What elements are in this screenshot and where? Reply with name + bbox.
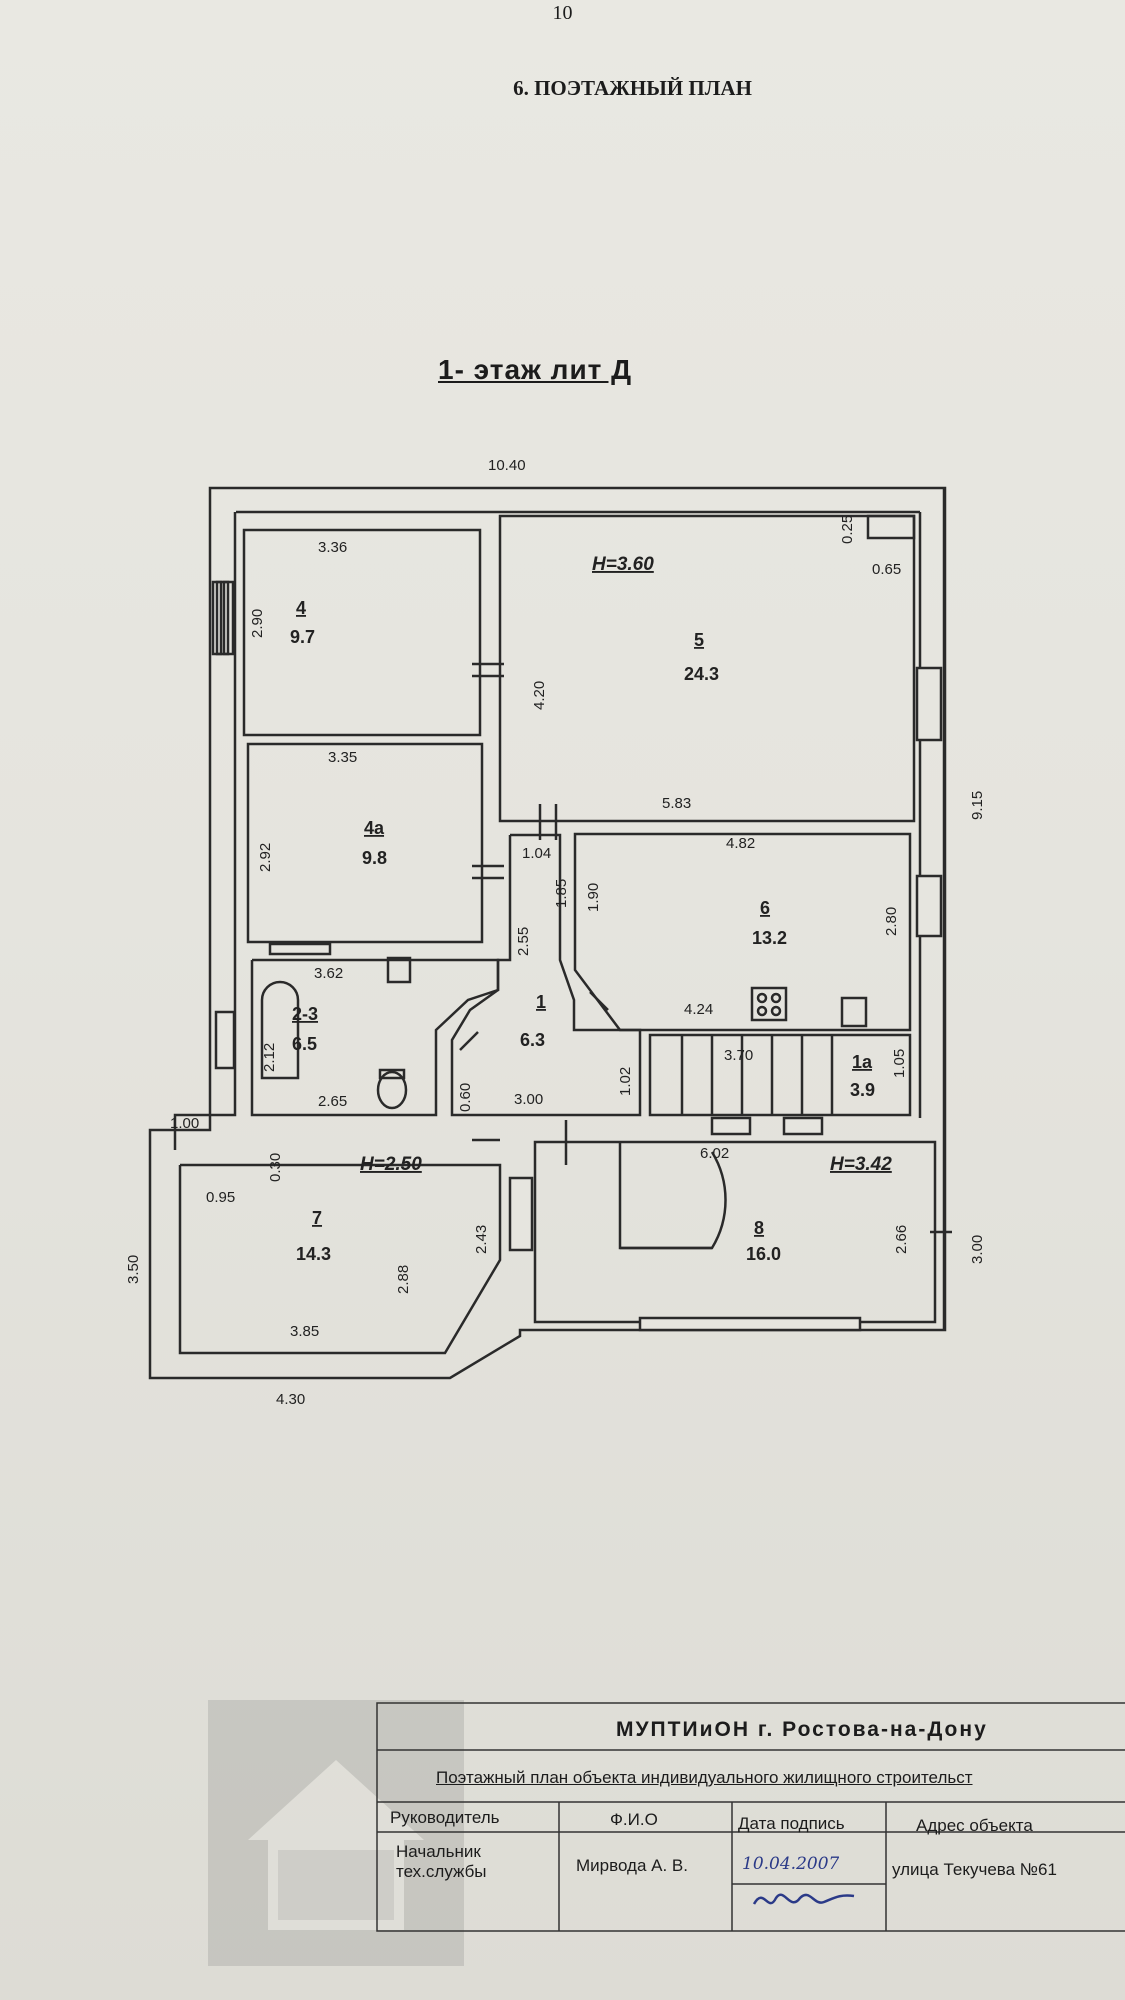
header-address: Адрес объекта	[916, 1816, 1033, 1835]
dim-label: 2.12	[261, 1043, 278, 1072]
dim-label: 0.30	[267, 1153, 284, 1182]
name-value: Мирвода А. В.	[576, 1856, 688, 1875]
room-area: 24.3	[684, 664, 719, 684]
section-title: 6. ПОЭТАЖНЫЙ ПЛАН	[513, 76, 752, 100]
dim-label: 3.36	[318, 539, 347, 556]
dim-label: 3.85	[290, 1323, 319, 1340]
room-area: 16.0	[746, 1244, 781, 1264]
dim-label: 3.00	[514, 1091, 543, 1108]
dim-label: 0.65	[872, 561, 901, 578]
dim-label: 4.24	[684, 1001, 713, 1018]
height-labels: H=3.60 H=2.50 H=3.42	[360, 554, 892, 1175]
room-labels: 4 9.7 4а 9.8 5 24.3 6 13.2 1 6.3 2-3 6.5…	[290, 598, 875, 1264]
date-value: 10.04.2007	[742, 1854, 840, 1874]
dim-label: 2.88	[395, 1265, 412, 1294]
room-area: 13.2	[752, 928, 787, 948]
room-area: 3.9	[850, 1080, 875, 1100]
dim-label: 2.66	[893, 1225, 910, 1254]
room-number: 1а	[852, 1052, 873, 1072]
dim-label: 1.02	[617, 1067, 634, 1096]
dim-label: 3.70	[724, 1047, 753, 1064]
dim-label: 1.05	[891, 1049, 908, 1078]
room-area: 9.7	[290, 627, 315, 647]
dim-label: 2.65	[318, 1093, 347, 1110]
header-date-sign: Дата подпись	[738, 1814, 845, 1833]
dim-label: 2.90	[249, 609, 266, 638]
dim-label: 4.82	[726, 835, 755, 852]
room-number: 1	[536, 992, 546, 1012]
room-number: 5	[694, 630, 704, 650]
dim-label: 0.95	[206, 1189, 235, 1206]
dim-label: 0.25	[839, 515, 856, 544]
dim-label: 6.02	[700, 1145, 729, 1162]
height-label: H=2.50	[360, 1154, 422, 1175]
dim-label: 9.15	[969, 791, 986, 820]
dim-label: 2.80	[883, 907, 900, 936]
dimension-labels: 10.40 3.36 2.90 0.25 0.65 4.20 3.35 5.83…	[125, 457, 986, 1408]
signature	[752, 1893, 855, 1905]
dim-label: 2.43	[473, 1225, 490, 1254]
title-block-grid	[376, 1702, 1125, 1932]
walls	[148, 486, 952, 1380]
header-name: Ф.И.О	[610, 1810, 658, 1829]
room-area: 6.5	[292, 1034, 317, 1054]
room-number: 4а	[364, 818, 385, 838]
position-value: Начальник тех.службы	[396, 1842, 487, 1881]
height-label: H=3.42	[830, 1154, 892, 1175]
document-title: Поэтажный план объекта индивидуального ж…	[436, 1768, 973, 1787]
room-area: 6.3	[520, 1030, 545, 1050]
room-number: 7	[312, 1208, 322, 1228]
dim-label: 3.35	[328, 749, 357, 766]
room-number: 2-3	[292, 1004, 318, 1024]
dim-label: 3.62	[314, 965, 343, 982]
dim-label: 1.00	[170, 1115, 199, 1132]
dim-label: 2.55	[515, 927, 532, 956]
title-block: МУПТИиОН г. Ростова-на-Дону Поэтажный пл…	[376, 1702, 1125, 1932]
height-label: H=3.60	[592, 554, 654, 575]
room-area: 14.3	[296, 1244, 331, 1264]
floor-title: 1- этаж лит Д	[438, 354, 633, 385]
dim-label: 5.83	[662, 795, 691, 812]
dim-label: 4.20	[531, 681, 548, 710]
room-number: 8	[754, 1218, 764, 1238]
dim-label: 0.60	[457, 1083, 474, 1112]
page-number: 10	[552, 2, 573, 24]
organization-name: МУПТИиОН г. Ростова-на-Дону	[616, 1718, 988, 1741]
dim-label: 3.00	[969, 1235, 986, 1264]
dim-label: 1.04	[522, 845, 551, 862]
dim-label: 4.30	[276, 1391, 305, 1408]
room-number: 4	[296, 598, 306, 618]
dim-label: 3.50	[125, 1255, 142, 1284]
dim-label: 2.92	[257, 843, 274, 872]
room-area: 9.8	[362, 848, 387, 868]
dim-label: 1.85	[553, 879, 570, 908]
room-number: 6	[760, 898, 770, 918]
dim-label: 10.40	[488, 457, 526, 474]
header-position: Руководитель	[390, 1808, 500, 1827]
address-value: улица Текучева №61	[892, 1860, 1057, 1879]
dim-label: 1.90	[585, 883, 602, 912]
